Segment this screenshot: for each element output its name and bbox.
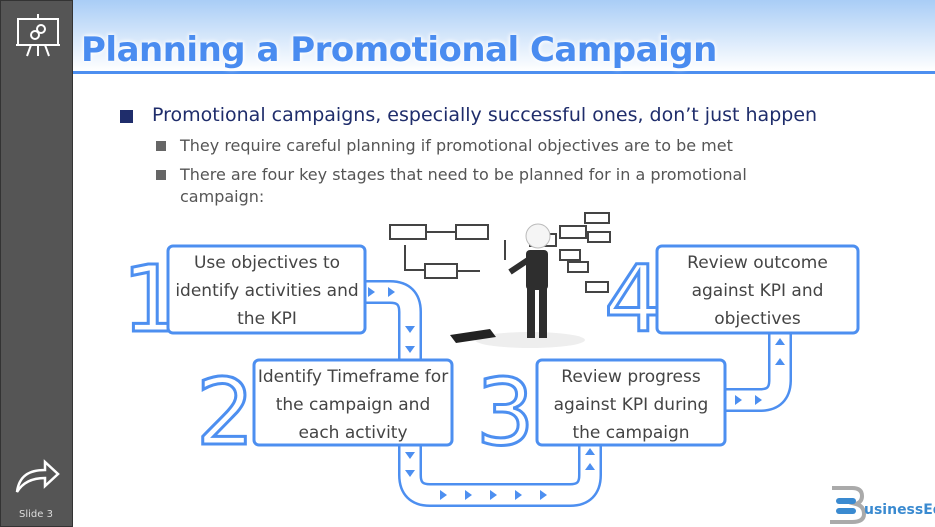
step-4-text: Review outcome against KPI and objective… [687,253,828,329]
step-number: 2 [196,359,255,466]
step-1-text: Use objectives to identify activities an… [175,253,359,329]
flow-arrows [368,287,785,500]
step-2-text: Identify Timeframe for the campaign and … [257,367,449,443]
step-box-3 [535,358,727,447]
forward-arrow-icon[interactable] [13,456,61,496]
main-bullet: Promotional campaigns, especially succes… [120,104,817,126]
org-chart-illustration [389,212,611,293]
step-box-2 [252,358,454,447]
presentation-board-icon [16,14,60,57]
title-band [73,0,935,74]
step-box-1 [166,244,367,335]
logo-text: usinessEd [864,502,935,518]
sidebar: Slide 3 [0,0,73,527]
step-number: 4 [604,246,663,353]
step-number: 3 [476,359,535,466]
step-box-4 [655,244,860,335]
page-title: Planning a Promotional Campaign [81,30,717,70]
sub-bullet: There are four key stages that need to b… [156,164,816,208]
sub-bullet: They require careful planning if promoti… [156,135,836,157]
businessed-logo-icon [830,486,867,524]
slide-number: Slide 3 [19,509,53,520]
presenter-figure [450,223,585,348]
step-3-text: Review progress against KPI during the c… [553,367,709,443]
